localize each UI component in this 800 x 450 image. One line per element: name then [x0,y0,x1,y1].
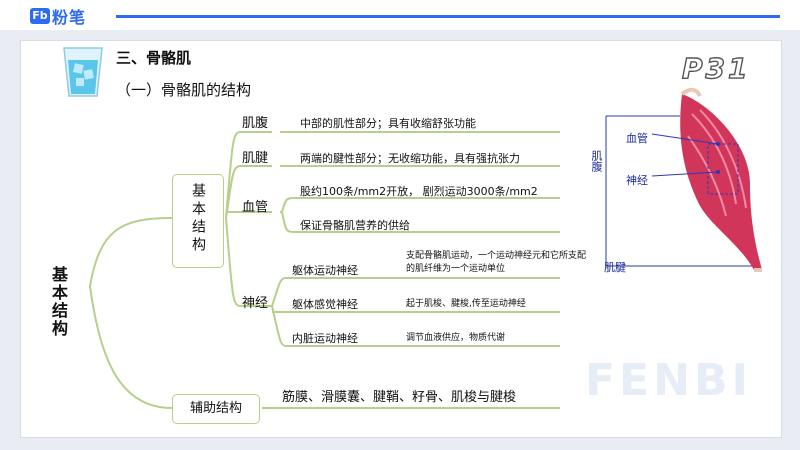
slide [20,40,782,438]
figure-label-tendon: 肌腱 [604,261,626,274]
figure-label-belly: 肌腹 [590,150,603,172]
muscle-belly-desc: 中部的肌性部分；具有收缩舒张功能 [300,117,476,130]
node-vessel: 血管 [242,200,269,215]
watermark: FENBI [585,355,752,406]
page-tag: P31 [681,51,751,85]
basic-structure-label: 基本结构 [190,183,206,255]
node-sensory-nerve: 躯体感觉神经 [292,298,358,311]
top-bar: Fb 粉笔 [0,0,800,30]
brand-divider [116,15,780,18]
visceral-nerve-desc: 调节血液供应，物质代谢 [406,333,506,343]
vessel-desc-2: 保证骨骼肌营养的供给 [300,219,410,232]
basic-structure-node: 基本结构 [172,174,224,268]
section-subtitle: （一）骨骼肌的结构 [116,81,252,99]
brand-mark: Fb [30,8,50,24]
node-muscle-belly: 肌腹 [242,116,269,131]
auxiliary-desc: 筋膜、滑膜囊、腱鞘、籽骨、肌梭与腱梭 [282,390,517,405]
water-glass-icon [63,47,103,97]
brand-logo: Fb 粉笔 [30,6,87,27]
sensory-nerve-desc: 起于肌梭、腱梭,传至运动神经 [406,299,526,309]
tendon-desc: 两端的腱性部分；无收缩功能，具有强抗张力 [300,152,520,165]
section-title: 三、骨骼肌 [116,49,192,67]
figure-label-vessel: 血管 [626,132,648,145]
node-visceral-nerve: 内脏运动神经 [292,332,358,345]
node-nerve: 神经 [242,296,269,311]
node-tendon: 肌腱 [242,151,269,166]
brand-name: 粉笔 [52,8,87,27]
auxiliary-structure-node: 辅助结构 [172,394,260,424]
root-node: 基本结构 [49,266,68,338]
motor-nerve-desc: 支配骨骼肌运动，一个运动神经元和它所支配的肌纤维为一个运动单位 [406,251,587,274]
figure-label-nerve: 神经 [626,174,648,187]
vessel-desc-1: 股约100条/mm2开放， 剧烈运动3000条/mm2 [300,185,538,198]
muscle-illustration [605,87,762,272]
node-motor-nerve: 躯体运动神经 [292,264,358,277]
